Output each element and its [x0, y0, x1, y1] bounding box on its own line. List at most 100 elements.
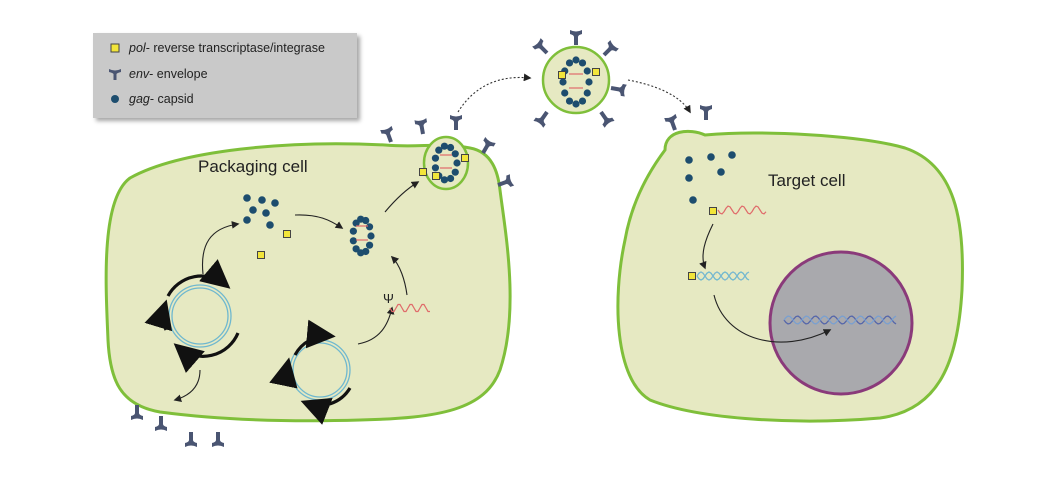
capsid-protein-dot — [572, 100, 580, 108]
capsid-protein-dot — [685, 156, 693, 164]
legend-item-gag: gag - capsid — [107, 90, 194, 108]
capsid-protein-dot — [578, 97, 587, 105]
capsid-protein-dot — [249, 206, 257, 214]
envelope-protein-shape — [570, 30, 582, 45]
replication-arrow — [293, 319, 336, 356]
legend-desc-gag: - capsid — [149, 92, 194, 106]
envelope-protein-shape — [212, 432, 224, 447]
capsid-protein-dot — [365, 223, 374, 231]
envelope-protein-shape — [414, 118, 427, 135]
pol-protein-square — [592, 68, 600, 76]
capsid-protein-dot — [266, 221, 274, 229]
released-virion-membrane — [541, 45, 611, 115]
capsid-protein-dot — [243, 216, 251, 224]
envelope-protein-shape — [533, 110, 549, 128]
envelope-protein-shape — [155, 416, 167, 431]
capsid-protein-dot — [565, 97, 574, 105]
capsid-protein-dot — [561, 89, 569, 97]
pol-protein-square — [419, 168, 427, 176]
replication-arrow — [144, 299, 173, 332]
capsid-protein-dot — [262, 209, 270, 217]
legend-desc-env: - envelope — [149, 67, 208, 81]
envelope-protein-icon — [414, 118, 427, 135]
capsid-protein-dot — [451, 150, 459, 158]
capsid-protein-dot — [365, 241, 374, 249]
envelope-protein-shape — [602, 40, 619, 57]
pol-protein-square — [283, 230, 291, 238]
envelope-protein-shape — [185, 432, 197, 447]
capsid-protein-dot — [243, 194, 251, 202]
replication-arrow — [173, 332, 240, 373]
capsid-protein-dot — [431, 154, 440, 162]
envelope-protein-shape — [700, 105, 712, 120]
proviral-dna-strand-b — [696, 271, 750, 281]
capsid-protein-dot — [451, 168, 459, 176]
pol-protein-square — [432, 172, 440, 180]
capsid-protein-dot — [446, 174, 455, 183]
legend-desc-pol: - reverse transcriptase/integrase — [145, 41, 325, 55]
legend: pol - reverse transcriptase/integrase en… — [93, 33, 357, 118]
yellow-square-icon — [107, 40, 123, 56]
process-arrow — [699, 223, 714, 270]
capsid-protein-dot — [572, 56, 580, 64]
packaging-cell-membrane — [104, 142, 512, 423]
capsid-protein-dot — [440, 142, 449, 150]
capsid-protein-dot — [565, 59, 574, 67]
envelope-protein-shape — [131, 405, 143, 420]
target-cell-label: Target cell — [768, 171, 846, 190]
envelope-protein-icon — [131, 405, 143, 420]
capsid-protein-dot — [728, 151, 736, 159]
process-arrow — [713, 294, 832, 343]
replication-arrow — [300, 387, 352, 425]
envelope-protein-shape — [664, 113, 677, 131]
envelope-protein-icon — [664, 113, 677, 131]
process-arrow — [384, 181, 420, 213]
capsid-protein-dot — [578, 59, 587, 67]
capsid-dot-icon — [107, 91, 123, 107]
capsid-protein-dot — [685, 174, 693, 182]
host-dna-strand-a — [783, 315, 897, 325]
process-arrow — [173, 369, 201, 402]
transit-arrow — [457, 73, 532, 113]
process-arrow — [390, 255, 408, 296]
capsid-protein-dot — [431, 164, 440, 172]
capsid-protein-dot — [271, 199, 279, 207]
packaging-cell-label: Packaging cell — [198, 157, 308, 176]
pol-protein-square — [257, 251, 265, 259]
envelope-protein-shape — [481, 137, 496, 154]
capsid-protein-dot — [707, 153, 715, 161]
capsid-protein-dot — [349, 227, 357, 235]
envelope-protein-shape — [599, 110, 615, 128]
envelope-protein-icon — [450, 115, 462, 130]
legend-gene-pol: pol — [129, 41, 146, 55]
legend-gene-env: env — [129, 67, 150, 81]
transit-arrow — [627, 79, 691, 114]
legend-item-env: env - envelope — [107, 65, 208, 83]
envelope-protein-icon — [602, 40, 619, 57]
capsid-protein-dot — [446, 143, 455, 152]
envelope-protein-icon — [700, 105, 712, 120]
envelope-protein-shape — [380, 125, 393, 143]
capsid-protein-dot — [717, 168, 725, 176]
legend-gene-gag: gag — [129, 92, 150, 106]
envelope-protein-icon — [212, 432, 224, 447]
capsid-protein-dot — [583, 89, 591, 97]
capsid-protein-dot — [349, 237, 357, 245]
psi-label: Ψ — [383, 291, 394, 306]
envelope-protein-icon — [155, 416, 167, 431]
envelope-protein-icon — [532, 38, 549, 55]
capsid-protein-dot — [367, 232, 375, 240]
capsid-protein-dot — [362, 216, 370, 225]
proviral-dna-strand-a — [696, 271, 750, 281]
envelope-protein-icon — [380, 125, 393, 143]
replication-arrow — [269, 357, 298, 389]
host-dna-strand-b — [783, 315, 897, 325]
pol-protein-square — [461, 154, 469, 162]
capsid-protein-dot — [583, 67, 591, 75]
envelope-protein-shape — [450, 115, 462, 130]
envelope-protein-icon — [481, 137, 496, 154]
envelope-protein-shape — [532, 38, 549, 55]
envelope-protein-icon — [533, 110, 549, 128]
capsid-protein-dot — [585, 78, 593, 86]
